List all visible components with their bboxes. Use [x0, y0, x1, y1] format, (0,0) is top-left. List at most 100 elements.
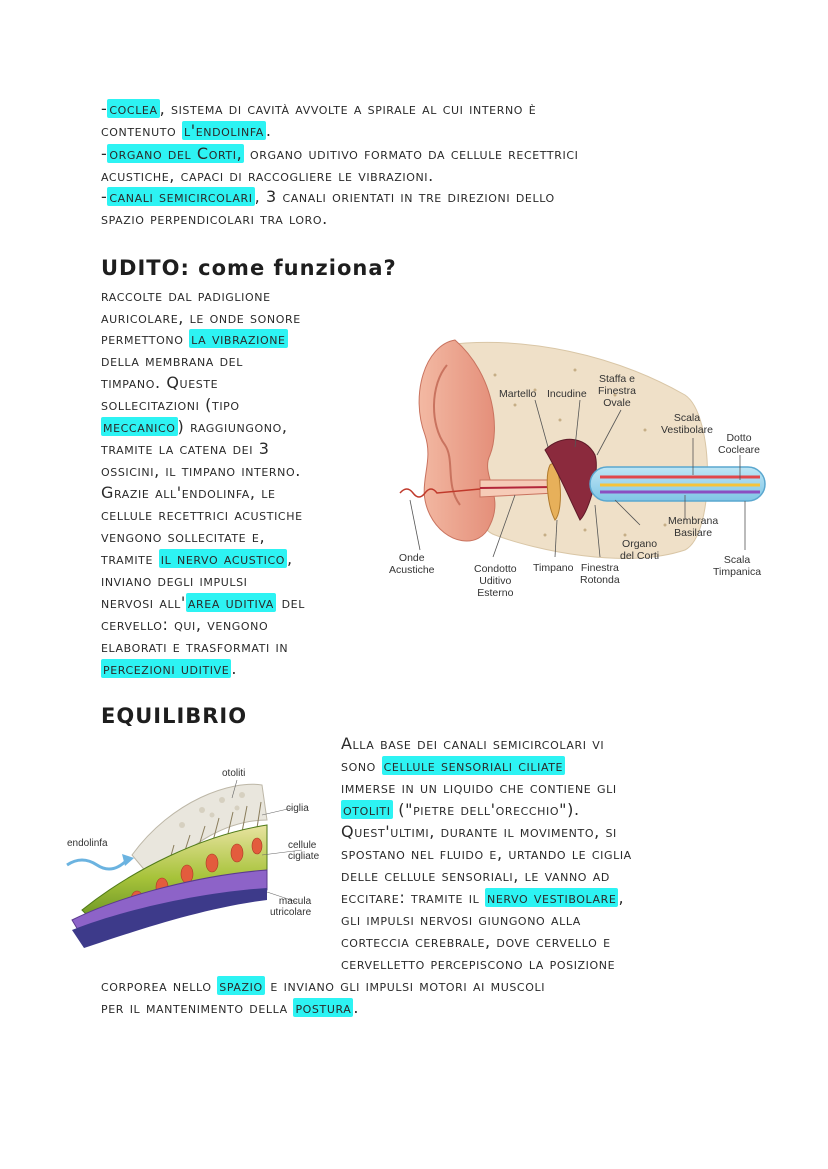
equilibrio-line: Alla base dei canali semicircolari vi [341, 734, 605, 753]
t: cellule [288, 840, 317, 851]
label-timpano: Timpano [533, 562, 574, 574]
text: e inviano gli impulsi motori ai muscoli [264, 976, 546, 995]
t: Condotto [474, 563, 517, 575]
dash: - [101, 144, 108, 163]
t: Organo [622, 538, 658, 550]
udito-line: percezioni uditive. [101, 658, 237, 680]
equilibrio-line: per il mantenimento della postura. [101, 997, 359, 1019]
text: . [231, 659, 237, 678]
intro-line-2: contenuto l'endolinfa. [101, 120, 272, 142]
t: Uditivo [479, 575, 512, 587]
dash: - [101, 99, 108, 118]
udito-line: nervosi all'area uditiva del [101, 592, 305, 614]
t: Esterno [477, 587, 514, 599]
highlight-coclea: coclea [107, 99, 160, 118]
equilibrio-line: sono cellule sensoriali ciliate [341, 755, 566, 777]
highlight-nervo-vestibolare: nervo vestibolare [485, 888, 619, 907]
equilibrio-line: gli impulsi nervosi giungono alla [341, 910, 581, 929]
intro-line-6: spazio perpendicolari tra loro. [101, 209, 328, 228]
t: Dotto [726, 432, 752, 444]
highlight-endolinfa: l'endolinfa [181, 121, 266, 140]
highlight-postura: postura [293, 998, 354, 1017]
highlight-cellule: cellule sensoriali ciliate [381, 756, 566, 775]
highlight-vibrazione: la vibrazione [189, 329, 288, 348]
text: organo uditivo formato da cellule recett… [244, 144, 579, 163]
t: cigliate [288, 851, 320, 862]
highlight-canali: canali semicircolari [107, 187, 255, 206]
t: Finestra [580, 562, 619, 574]
t: Acustiche [389, 564, 435, 576]
t: Membrana [668, 515, 719, 527]
highlight-area-uditiva: area uditiva [185, 593, 276, 612]
macula-illustration [66, 779, 303, 948]
highlight-nervo-acustico: il nervo acustico [158, 549, 288, 568]
text: contenuto [101, 121, 182, 140]
equilibrio-line: otoliti ("pietre dell'orecchio"). [341, 799, 580, 821]
equilibrio-line: Quest'ultimi, durante il movimento, si [341, 822, 617, 841]
ear-diagram [399, 339, 766, 559]
text: tramite [101, 549, 159, 568]
equilibrio-line: cervelletto percepiscono la posizione [341, 954, 616, 973]
text: . [265, 121, 272, 140]
equilibrio-line: corteccia cerebrale, dove cervello e [341, 932, 611, 951]
udito-line: tramite la catena dei 3 [101, 439, 270, 458]
text: ) raggiungono, [177, 417, 288, 436]
t: Timpanica [713, 566, 762, 578]
label-martello: Martello [499, 388, 537, 400]
text: , 3 canali orientati in tre direzioni de… [254, 187, 555, 206]
udito-line: sollecitazioni (tipo [101, 395, 240, 414]
text: per il mantenimento della [101, 998, 294, 1017]
udito-line: permettono la vibrazione [101, 328, 288, 350]
text: . [353, 998, 360, 1017]
intro-line-1: -coclea, sistema di cavità avvolte a spi… [101, 98, 536, 120]
udito-line: vengono sollecitate e, [101, 527, 266, 546]
text: eccitare: tramite il [341, 888, 486, 907]
udito-line: timpano. Queste [101, 373, 219, 392]
text: corporea nello [101, 976, 218, 995]
udito-line: meccanico) raggiungono, [101, 416, 288, 438]
t: Basilare [674, 527, 713, 539]
udito-heading: UDITO: come funziona? [101, 256, 397, 280]
equilibrio-heading: EQUILIBRIO [101, 704, 248, 728]
t: Staffa e [598, 373, 635, 385]
label-endolinfa: endolinfa [67, 838, 108, 849]
highlight-organo-corti: organo del Corti, [107, 144, 245, 163]
udito-line: della membrana del [101, 351, 243, 370]
highlight-otoliti: otoliti [341, 800, 393, 819]
t: Rotonda [580, 574, 620, 586]
equilibrio-line: eccitare: tramite il nervo vestibolare, [341, 887, 624, 909]
t: del Corti [620, 550, 660, 562]
intro-line-5: -canali semicircolari, 3 canali orientat… [101, 186, 555, 208]
text: del [275, 593, 305, 612]
equilibrio-line: immerse in un liquido che contiene gli [341, 778, 617, 797]
t: Cocleare [718, 444, 761, 456]
intro-line-3: -organo del Corti, organo uditivo format… [101, 143, 578, 165]
udito-line: elaborati e trasformati in [101, 637, 289, 656]
t: Finestra [598, 385, 636, 397]
intro-line-4: acustiche, capaci di raccogliere le vibr… [101, 166, 434, 185]
t: utricolare [270, 907, 312, 918]
t: Onde [398, 552, 425, 564]
equilibrio-line: spostano nel fluido e, urtando le ciglia [341, 844, 632, 863]
t: Scala [723, 554, 751, 566]
udito-line: inviano degli impulsi [101, 571, 248, 590]
udito-line: auricolare, le onde sonore [101, 308, 301, 327]
udito-line: tramite il nervo acustico, [101, 548, 293, 570]
dash: - [101, 187, 108, 206]
text: , sistema di cavità avvolte a spirale al… [159, 99, 537, 118]
label-ciglia: ciglia [286, 803, 309, 814]
text: , [287, 549, 293, 568]
t: macula [278, 896, 312, 907]
t: Vestibolare [661, 424, 713, 436]
